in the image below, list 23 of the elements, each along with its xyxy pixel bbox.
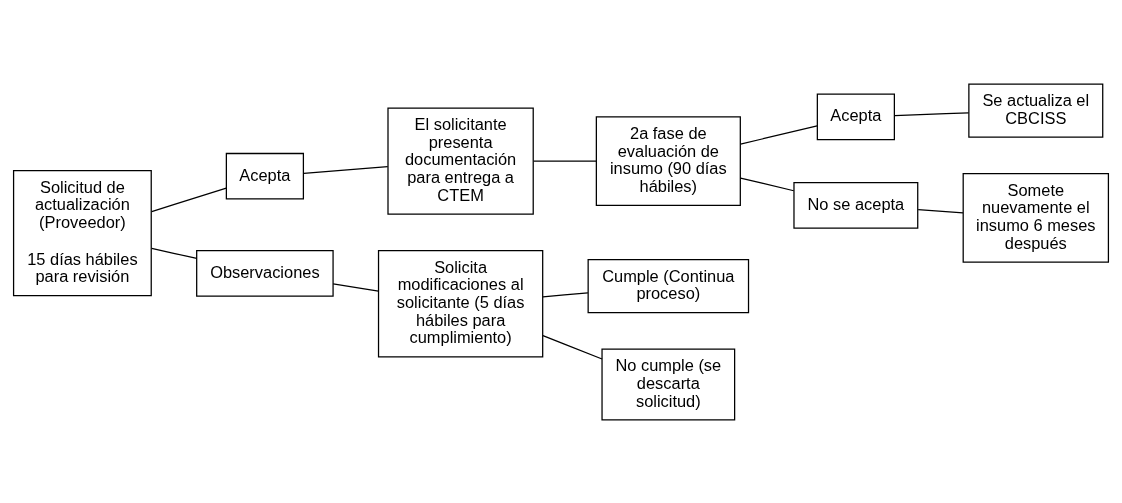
connector bbox=[533, 159, 597, 162]
connector bbox=[739, 176, 795, 191]
node-box: Solicita modificaciones al solicitante (5 días hábiles para cumplimiento) bbox=[377, 249, 544, 357]
node-box: Cumple (Continua proceso) bbox=[587, 258, 750, 313]
connector bbox=[894, 111, 970, 116]
connector bbox=[542, 334, 603, 360]
node-box: Somete nuevamente el insumo 6 meses después bbox=[962, 172, 1110, 263]
node-box: El solicitante presenta documentación para entrega a CTEM bbox=[387, 106, 534, 215]
connector bbox=[303, 165, 389, 174]
connector bbox=[917, 208, 964, 213]
connector bbox=[542, 291, 589, 297]
node-box: Acepta bbox=[225, 152, 304, 200]
node-box: No cumple (se descarta solicitud) bbox=[601, 348, 736, 421]
node-box: Observaciones bbox=[196, 249, 334, 297]
connector bbox=[151, 247, 198, 259]
node-box: 2a fase de evaluación de insumo (90 días hábiles) bbox=[595, 115, 741, 206]
node-box: Acepta bbox=[816, 93, 895, 140]
connector bbox=[332, 282, 380, 292]
connector bbox=[739, 124, 818, 145]
node-box: Solicitud de actualización (Proveedor) 15 días hábiles para revisión bbox=[12, 169, 152, 296]
node-box: Se actualiza el CBCISS bbox=[968, 82, 1104, 138]
connector bbox=[151, 186, 227, 212]
node-box: No se acepta bbox=[793, 181, 919, 229]
